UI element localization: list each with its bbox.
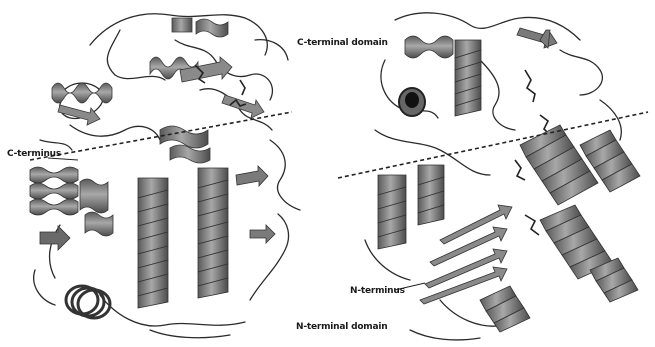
loop-coil — [150, 330, 230, 338]
helix — [30, 167, 78, 215]
loop-coil — [34, 270, 55, 305]
helix-end-view — [405, 92, 419, 108]
helix — [80, 179, 113, 236]
loop-coil — [560, 50, 602, 95]
loop-coil — [255, 40, 288, 60]
loop-coil — [410, 330, 480, 340]
helix — [405, 36, 453, 58]
loop-coil — [250, 214, 289, 300]
helix-end-view — [66, 286, 110, 318]
right-n-terminal-domain — [378, 125, 640, 332]
helix — [480, 286, 530, 332]
loop-coil — [270, 140, 300, 210]
left-c-terminal-domain — [52, 18, 264, 163]
n-terminal-domain-label: N-terminal domain — [296, 322, 387, 332]
beta-strand — [517, 28, 557, 48]
left-domain-divider — [30, 112, 292, 160]
loop-coil — [107, 30, 165, 80]
beta-strand — [236, 166, 275, 243]
helix — [198, 168, 228, 298]
helix — [138, 178, 168, 308]
loop-coil — [70, 125, 160, 140]
loop-coil — [480, 60, 515, 130]
helix — [455, 40, 481, 116]
helix — [172, 18, 228, 37]
c-terminus-label: C-terminus — [7, 149, 61, 159]
loop-coil — [100, 295, 245, 326]
helix — [418, 165, 444, 225]
helix — [378, 175, 406, 249]
n-terminus-label: N-terminus — [350, 286, 405, 296]
c-terminal-domain-label: C-terminal domain — [297, 38, 388, 48]
beta-strand — [40, 226, 70, 250]
helix — [52, 83, 112, 103]
left-n-terminal-domain — [30, 166, 275, 318]
